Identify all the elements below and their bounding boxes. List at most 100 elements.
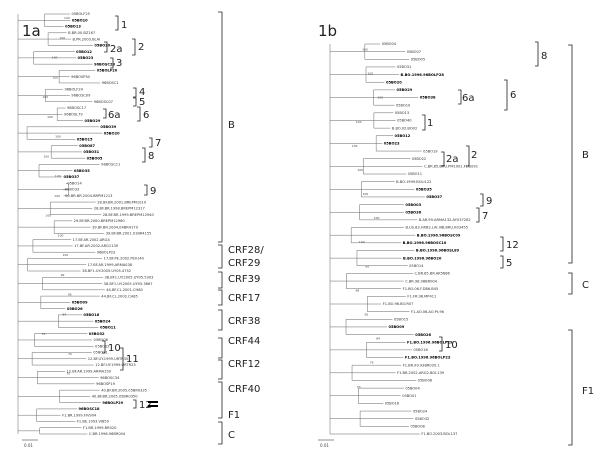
cluster-number-3: 3 bbox=[116, 58, 122, 69]
leaf-label: 05BO06 bbox=[418, 379, 433, 383]
bootstrap-value: 84 bbox=[62, 312, 66, 316]
leaf-label: F1.BO.1996.96BOLP23 bbox=[405, 356, 451, 360]
leaf-label: 05BO08 bbox=[410, 425, 425, 429]
leaf-label: 05BO31 bbox=[83, 150, 99, 154]
leaf-label: F1.AO.06.AO.Pt.96 bbox=[411, 310, 445, 314]
leaf-label: 05BO09 bbox=[72, 301, 88, 305]
leaf-label: 44.BF.CL.2002.CH85 bbox=[101, 294, 138, 298]
leaf-label: 05BOLF20 bbox=[97, 69, 118, 73]
cluster-number-9-b: 9 bbox=[486, 196, 492, 207]
leaf-label: 05BO15 bbox=[77, 138, 93, 142]
bootstrap-value: 70 bbox=[68, 352, 72, 356]
leaf-label: B.BO.1996.96BO20 bbox=[403, 256, 442, 260]
leaf-label: 12.BF.UY.1999.URTR35 bbox=[88, 357, 128, 361]
bootstrap-value: 100 bbox=[64, 16, 70, 20]
bootstrap-value: 100 bbox=[42, 95, 48, 99]
cluster-number-7: 7 bbox=[155, 138, 161, 149]
highlight-bar bbox=[148, 401, 158, 403]
leaf-label: 05BO37 bbox=[63, 175, 79, 179]
leaf-label: 17.BF.AR.2002.ARG4 bbox=[73, 238, 111, 242]
panel-b-title: 1b bbox=[318, 22, 337, 40]
leaf-label: 96BOSC1 bbox=[102, 81, 119, 85]
highlight-bar bbox=[148, 405, 158, 407]
clade-label-CRF28: CRF28/ bbox=[228, 245, 264, 256]
clade-label-CRF38: CRF38 bbox=[228, 316, 260, 327]
leaf-label: 96BOSC28 bbox=[94, 62, 116, 66]
leaf-label: B.PR.2003.BLAI bbox=[73, 37, 101, 41]
leaf-label: 96BOSC09 bbox=[71, 94, 91, 98]
leaf-label: 05BO09 bbox=[388, 325, 404, 329]
leaf-label: 05BO04 bbox=[382, 42, 397, 46]
panel-b-scale-label: 0.01 bbox=[320, 443, 329, 448]
leaf-label: B.AR.99.ARMA132.AY037282 bbox=[419, 218, 471, 222]
leaf-label: F1.BO.2003.BOL137 bbox=[421, 432, 457, 436]
leaf-label: 96BOLF24 bbox=[64, 87, 83, 91]
bootstrap-value: 95 bbox=[365, 313, 369, 317]
leaf-label: 05BO22 bbox=[412, 157, 426, 161]
leaf-label: 28.BF.BR.2001.BREPM1019 bbox=[97, 200, 146, 204]
leaf-label: 05BO03 bbox=[405, 203, 421, 207]
cluster-number-12-b: 12 bbox=[506, 240, 519, 251]
leaf-label: 05BO14 bbox=[67, 181, 82, 185]
bootstrap-value: 100 bbox=[47, 115, 53, 119]
leaf-label: 05BO21 bbox=[93, 351, 107, 355]
leaf-label: 05BO39 bbox=[100, 125, 116, 129]
leaf-label: 17.BF.PE.2002.PE0140 bbox=[104, 257, 145, 261]
leaf-label: 05BO16 bbox=[413, 348, 428, 352]
cluster-number-1: 1 bbox=[121, 20, 127, 31]
leaf-label: 05BO22 bbox=[95, 344, 109, 348]
cluster-number-12: 12 bbox=[139, 400, 152, 411]
clade-label-F1-b: F1 bbox=[582, 386, 594, 397]
bootstrap-value: 100 bbox=[43, 154, 49, 158]
leaf-label: 05BO19 bbox=[423, 149, 438, 153]
leaf-label: 98BOSC11 bbox=[101, 163, 120, 167]
bootstrap-value: 100 bbox=[63, 253, 69, 257]
bootstrap-value: 99 bbox=[61, 273, 65, 277]
leaf-label: 39.BF.BR.2004.04BR4179 bbox=[92, 225, 138, 229]
leaf-label: 05BO11 bbox=[408, 172, 422, 176]
leaf-label: 05BO40 bbox=[397, 119, 412, 123]
bootstrap-value: 100 bbox=[55, 174, 61, 178]
cluster-number-10-b: 10 bbox=[445, 340, 458, 351]
leaf-label: B.BO.1999.BOLI122 bbox=[396, 180, 431, 184]
clade-label-CRF40: CRF40 bbox=[228, 384, 260, 395]
leaf-label: 05BO24 bbox=[413, 409, 428, 413]
bootstrap-value: 95 bbox=[68, 293, 72, 297]
leaf-label: F1.BO.06.F.D86.B45 bbox=[403, 287, 439, 291]
bootstrap-value: 76 bbox=[370, 361, 374, 365]
bootstrap-value: 100 bbox=[59, 36, 65, 40]
leaf-label: 96BOSC34 bbox=[100, 376, 120, 380]
leaf-label: B.BO.1996.96BOSC09 bbox=[417, 233, 461, 237]
leaf-label: 05BO12 bbox=[394, 134, 410, 138]
leaf-label: 39.BF.BR.2001.01BR4155 bbox=[106, 232, 152, 236]
leaf-label: 05BO10 bbox=[72, 18, 88, 22]
cluster-number-11: 11 bbox=[126, 354, 139, 365]
leaf-label: F1.BR.1999.FIV904 bbox=[62, 413, 97, 417]
bootstrap-value: 100 bbox=[352, 144, 358, 148]
leaf-label: 96BOSC07 bbox=[94, 100, 113, 104]
leaf-label: 05BO05 bbox=[87, 156, 103, 160]
bootstrap-value: 84 bbox=[376, 337, 380, 341]
clade-label-B: B bbox=[228, 120, 235, 131]
leaf-label: 40.BF.BR.2005.05BR0335 bbox=[101, 388, 147, 392]
cluster-number-4: 4 bbox=[139, 87, 145, 98]
clade-label-F1: F1 bbox=[228, 410, 240, 421]
leaf-label: F1.BO.1996.96BOLP29 bbox=[407, 340, 453, 344]
bootstrap-value: 100 bbox=[377, 96, 383, 100]
leaf-label: 98BOSC17 bbox=[67, 106, 86, 110]
leaf-label: F1.BR.2002.ARG2.BOL139 bbox=[397, 371, 445, 375]
leaf-label: 12.BF.AR.1999.ARMA159 bbox=[66, 370, 111, 374]
panel-b-tree: 05BO0405BO0705BO0505BO31B.BO.1996.96BOLP… bbox=[329, 42, 478, 436]
leaf-label: 05BO33 bbox=[65, 188, 79, 192]
leaf-label: 38.BF1.UY.2005.UY05.5303 bbox=[105, 275, 154, 279]
leaf-label: 05BO13 bbox=[65, 25, 81, 29]
cluster-number-6a-b: 6a bbox=[462, 93, 475, 104]
leaf-label: 05BO30 bbox=[94, 44, 110, 48]
leaf-label: 05BO29 bbox=[397, 88, 413, 92]
leaf-label: C.BR.85.BR.AK5686 bbox=[415, 272, 451, 276]
leaf-label: 05BO15 bbox=[394, 317, 408, 321]
leaf-label: B.US.83.HXB2.LAI.IIIB.BRU.K03455 bbox=[405, 226, 468, 230]
leaf-label: F1.BR.99.93BR020.1 bbox=[403, 363, 440, 367]
bootstrap-value: 100 bbox=[367, 72, 373, 76]
